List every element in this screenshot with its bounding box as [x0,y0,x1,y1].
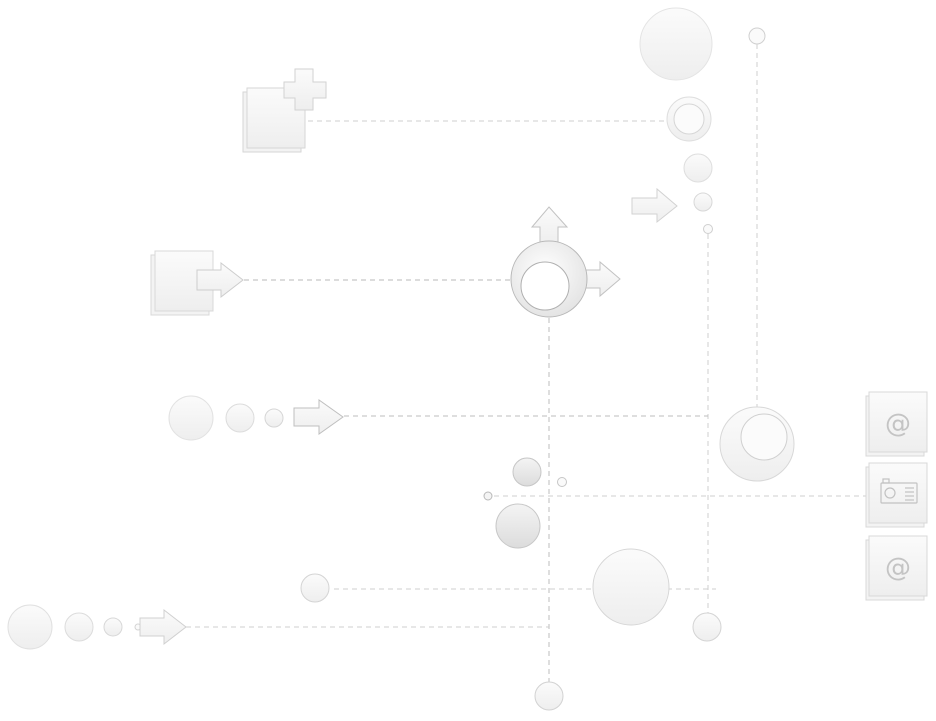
lower-circle-big [592,548,670,626]
small-circle-a [683,153,713,183]
cluster-circle-a [512,457,542,487]
arrow-right-icon [631,187,678,224]
cluster-dot-c [483,491,493,501]
arrow-right-icon [583,260,621,298]
fading-circle-large [168,395,214,441]
central-hub [510,206,621,318]
email-tile-bottom: @ [865,535,928,601]
large-circle-top [639,7,713,81]
email-icon: @ [885,553,911,583]
lower-circle-left [300,573,330,603]
large-ring-node [719,406,795,482]
small-node-top [748,27,766,45]
small-dot-c [703,224,713,234]
fading-circle-mid [225,403,255,433]
fading-circle-small [264,408,284,428]
add-document-icon [242,68,327,153]
bottom-circle [534,681,564,711]
cluster-circle-d [495,503,541,549]
ring-node [666,96,712,142]
arrow-right-icon [293,399,344,435]
email-tile-top: @ [865,391,928,457]
bottom-fading-circle-large [7,604,53,650]
arrow-right-icon [139,608,187,646]
camera-icon [880,478,918,504]
arrow-up-icon [530,206,569,245]
small-circle-b [693,192,713,212]
lower-circle-right [692,612,722,642]
email-icon: @ [885,409,911,439]
bottom-fading-circle-small [103,617,123,637]
bottom-fading-circle-mid [64,612,94,642]
device-tile [865,462,928,528]
cluster-dot-b [557,477,567,487]
send-document-icon [150,250,244,316]
